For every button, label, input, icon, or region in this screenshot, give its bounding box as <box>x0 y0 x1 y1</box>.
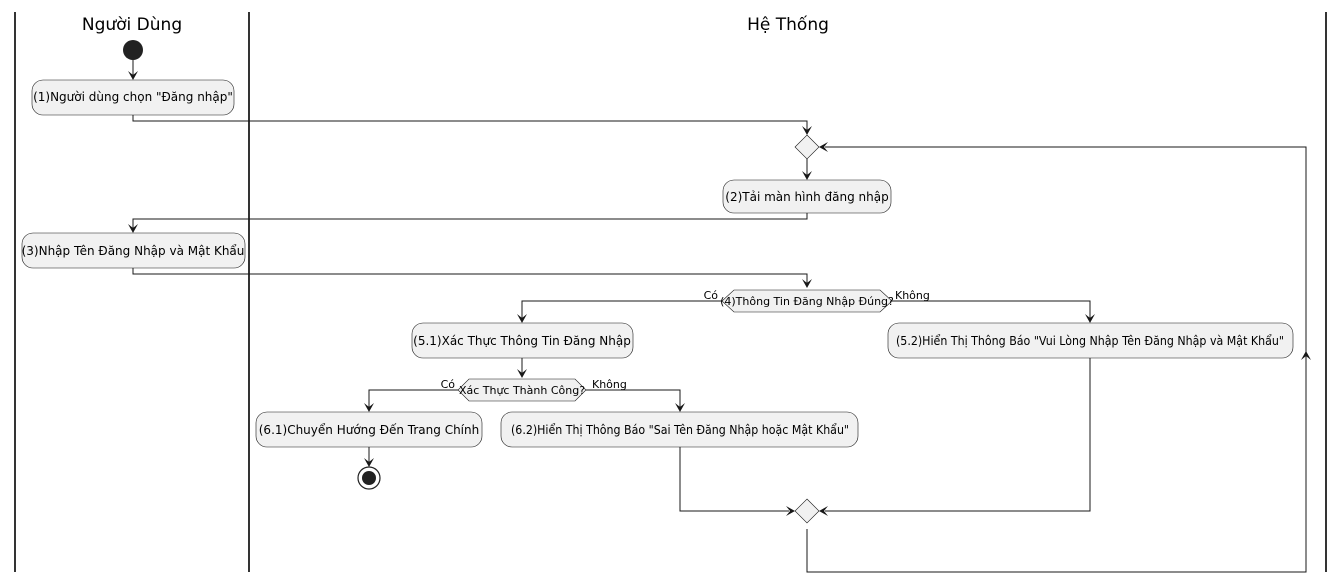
end-node <box>357 466 381 490</box>
action-step-6-2-label: (6.2)Hiển Thị Thông Báo "Sai Tên Đăng Nh… <box>511 423 849 437</box>
decision-4-no-label: Không <box>895 289 930 302</box>
start-node <box>123 40 143 60</box>
decision-4 <box>721 289 893 313</box>
arrow-heads <box>128 71 1311 516</box>
action-step-5-2 <box>887 322 1294 359</box>
action-step-3-label: (3)Nhập Tên Đăng Nhập và Mật Khẩu <box>22 244 245 258</box>
decision-6-label: Xác Thực Thành Công? <box>459 384 585 397</box>
decision-6-yes-label: Có <box>441 378 456 391</box>
merge-node-bottom <box>794 498 820 524</box>
action-step-5-2-label: (5.2)Hiển Thị Thông Báo "Vui Lòng Nhập T… <box>896 334 1284 348</box>
action-step-2-label: (2)Tải màn hình đăng nhập <box>725 190 888 204</box>
lane-title-user: Người Dùng <box>82 15 182 35</box>
decision-6 <box>457 378 587 402</box>
lane-title-system: Hệ Thống <box>747 14 829 35</box>
action-step-5-1 <box>411 322 634 359</box>
action-step-6-2 <box>500 411 859 448</box>
action-step-2 <box>722 179 892 214</box>
action-step-5-1-label: (5.1)Xác Thực Thông Tin Đăng Nhập <box>413 334 631 348</box>
decision-4-label: (4)Thông Tin Đăng Nhập Đúng? <box>720 295 894 308</box>
merge-node-top <box>794 134 820 160</box>
edges <box>132 60 1307 573</box>
action-step-3 <box>21 232 246 269</box>
decision-4-yes-label: Có <box>704 289 719 302</box>
action-step-1-label: (1)Người dùng chọn "Đăng nhập" <box>33 90 233 104</box>
action-step-6-1-label: (6.1)Chuyển Hướng Đến Trang Chính <box>259 423 479 437</box>
action-step-6-1 <box>255 411 483 448</box>
action-step-1 <box>31 79 235 116</box>
decision-6-no-label: Không <box>592 378 627 391</box>
